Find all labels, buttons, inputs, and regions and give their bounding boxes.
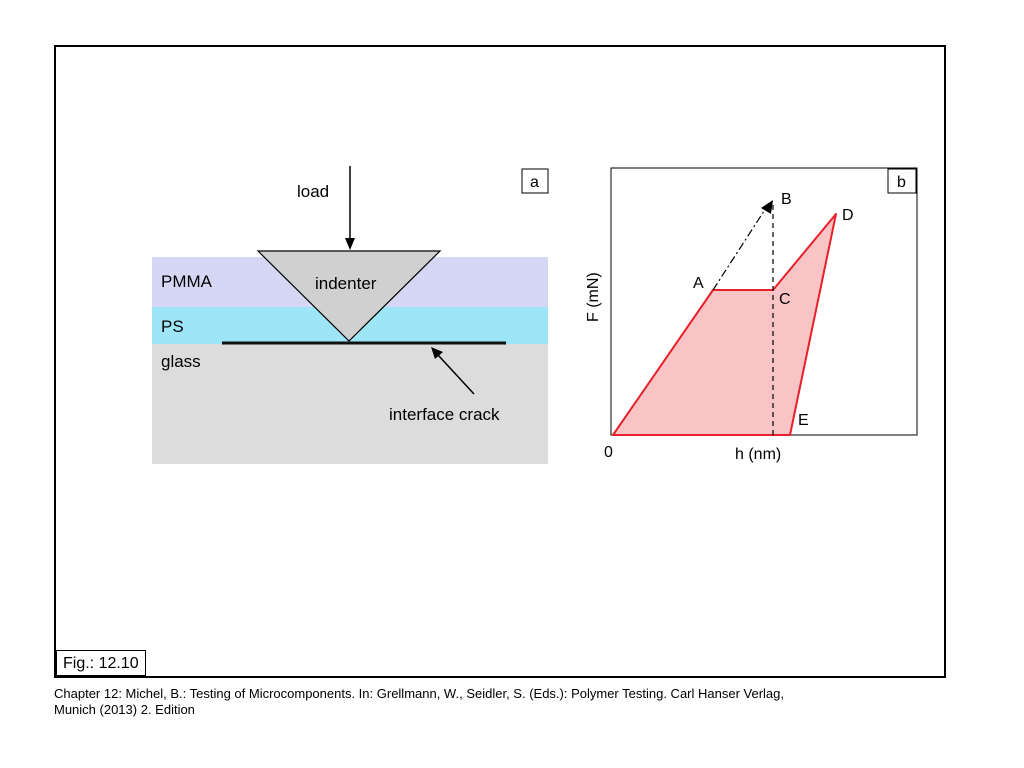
origin-label: 0 bbox=[604, 444, 613, 461]
caption: Chapter 12: Michel, B.: Testing of Micro… bbox=[54, 686, 954, 718]
indenter-label: indenter bbox=[315, 274, 377, 293]
crack-arrow bbox=[437, 354, 475, 395]
extrapolation-line bbox=[712, 207, 767, 291]
point-a-label: A bbox=[693, 275, 704, 292]
panel-b-label: b bbox=[897, 174, 906, 191]
crack-arrow-head bbox=[431, 347, 443, 359]
panel-b: A B C D E 0 h (nm) F (mN) b bbox=[585, 167, 918, 463]
panel-a: PMMA PS glass indenter load interface cr… bbox=[152, 166, 549, 464]
crack-label: interface crack bbox=[389, 405, 500, 424]
pmma-label: PMMA bbox=[161, 272, 213, 291]
extrapolation-arrow-head bbox=[761, 200, 773, 214]
point-c-label: C bbox=[779, 291, 791, 308]
glass-label: glass bbox=[161, 352, 201, 371]
caption-line-2: Munich (2013) 2. Edition bbox=[54, 702, 195, 717]
panel-b-box bbox=[887, 168, 917, 194]
x-axis-label: h (nm) bbox=[735, 446, 781, 463]
ps-label: PS bbox=[161, 317, 184, 336]
curve-area bbox=[612, 213, 837, 436]
y-axis-label: F (mN) bbox=[585, 272, 602, 322]
load-label: load bbox=[297, 182, 329, 201]
point-d-label: D bbox=[842, 207, 854, 224]
point-e-label: E bbox=[798, 412, 809, 429]
point-b-label: B bbox=[781, 191, 792, 208]
panel-a-label: a bbox=[530, 174, 539, 191]
load-arrow-head bbox=[345, 238, 355, 250]
panel-a-box bbox=[521, 168, 549, 194]
figure-label: Fig.: 12.10 bbox=[56, 650, 146, 676]
glass-layer bbox=[152, 344, 548, 464]
indenter-shape bbox=[256, 250, 442, 342]
caption-line-1: Chapter 12: Michel, B.: Testing of Micro… bbox=[54, 686, 784, 701]
